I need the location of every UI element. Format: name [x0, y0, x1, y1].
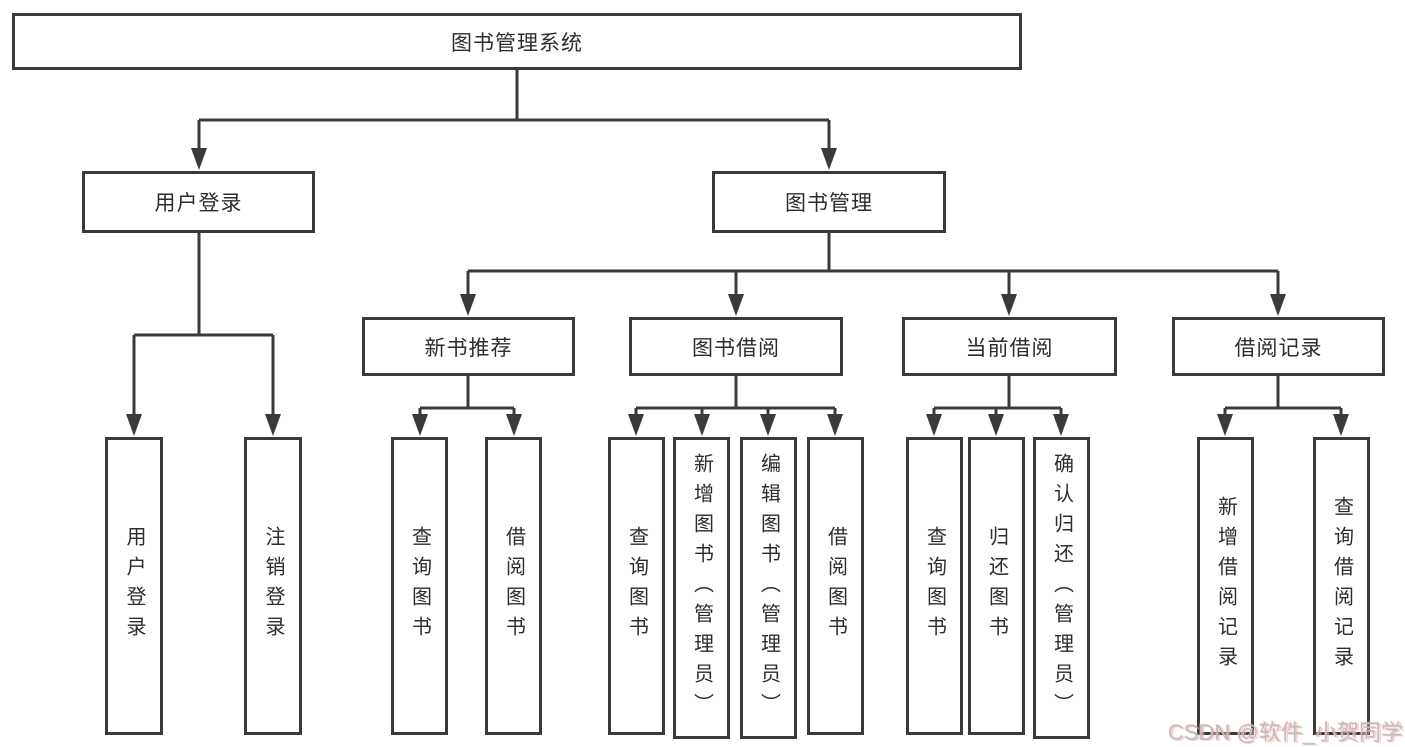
leaf-edit-book-admin: 编辑图书（管理员）	[740, 437, 797, 739]
node-current-borrow: 当前借阅	[902, 317, 1117, 376]
leaf-borrow-book: 借阅图书	[807, 437, 864, 735]
node-user-login-label: 用户登录	[154, 192, 243, 215]
leaf-query-book-newrec-label: 查询图书	[408, 526, 431, 646]
leaf-logout-label: 注销登录	[262, 526, 284, 646]
node-borrow-records: 借阅记录	[1172, 317, 1385, 376]
leaf-user-login-label: 用户登录	[123, 526, 145, 646]
node-book-management: 图书管理	[712, 171, 946, 233]
node-book-borrow: 图书借阅	[629, 317, 843, 376]
leaf-query-borrow-record-label: 查询借阅记录	[1330, 496, 1353, 676]
leaf-query-borrow-record: 查询借阅记录	[1313, 437, 1370, 735]
node-root-label: 图书管理系统	[451, 31, 583, 55]
leaf-edit-book-admin-label: 编辑图书（管理员）	[757, 453, 780, 723]
leaf-confirm-return-admin-label: 确认归还（管理员）	[1050, 453, 1073, 723]
leaf-add-book-admin-label: 新增图书（管理员）	[690, 453, 713, 723]
node-user-login: 用户登录	[82, 171, 315, 233]
leaf-return-book-label: 归还图书	[985, 526, 1008, 646]
node-book-management-label: 图书管理	[785, 192, 873, 215]
leaf-confirm-return-admin: 确认归还（管理员）	[1033, 437, 1090, 739]
node-current-borrow-label: 当前借阅	[965, 336, 1054, 360]
leaf-add-book-admin: 新增图书（管理员）	[673, 437, 730, 739]
node-book-borrow-label: 图书借阅	[692, 336, 780, 360]
leaf-add-borrow-record-label: 新增借阅记录	[1214, 496, 1237, 676]
leaf-query-book-current: 查询图书	[906, 437, 963, 735]
leaf-logout: 注销登录	[244, 437, 302, 735]
node-new-book-recommend: 新书推荐	[362, 317, 575, 376]
node-borrow-records-label: 借阅记录	[1234, 336, 1323, 360]
leaf-query-book-current-label: 查询图书	[923, 526, 946, 646]
leaf-return-book: 归还图书	[968, 437, 1025, 735]
node-new-book-recommend-label: 新书推荐	[424, 336, 513, 360]
leaf-add-borrow-record: 新增借阅记录	[1197, 437, 1254, 735]
leaf-query-book-newrec: 查询图书	[391, 437, 448, 735]
leaf-user-login: 用户登录	[105, 437, 163, 735]
leaf-borrow-book-newrec: 借阅图书	[485, 437, 542, 735]
leaf-query-book-borrow-label: 查询图书	[625, 526, 648, 646]
leaf-borrow-book-label: 借阅图书	[824, 526, 847, 646]
leaf-borrow-book-newrec-label: 借阅图书	[502, 526, 525, 646]
leaf-query-book-borrow: 查询图书	[608, 437, 665, 735]
node-root: 图书管理系统	[12, 13, 1022, 70]
